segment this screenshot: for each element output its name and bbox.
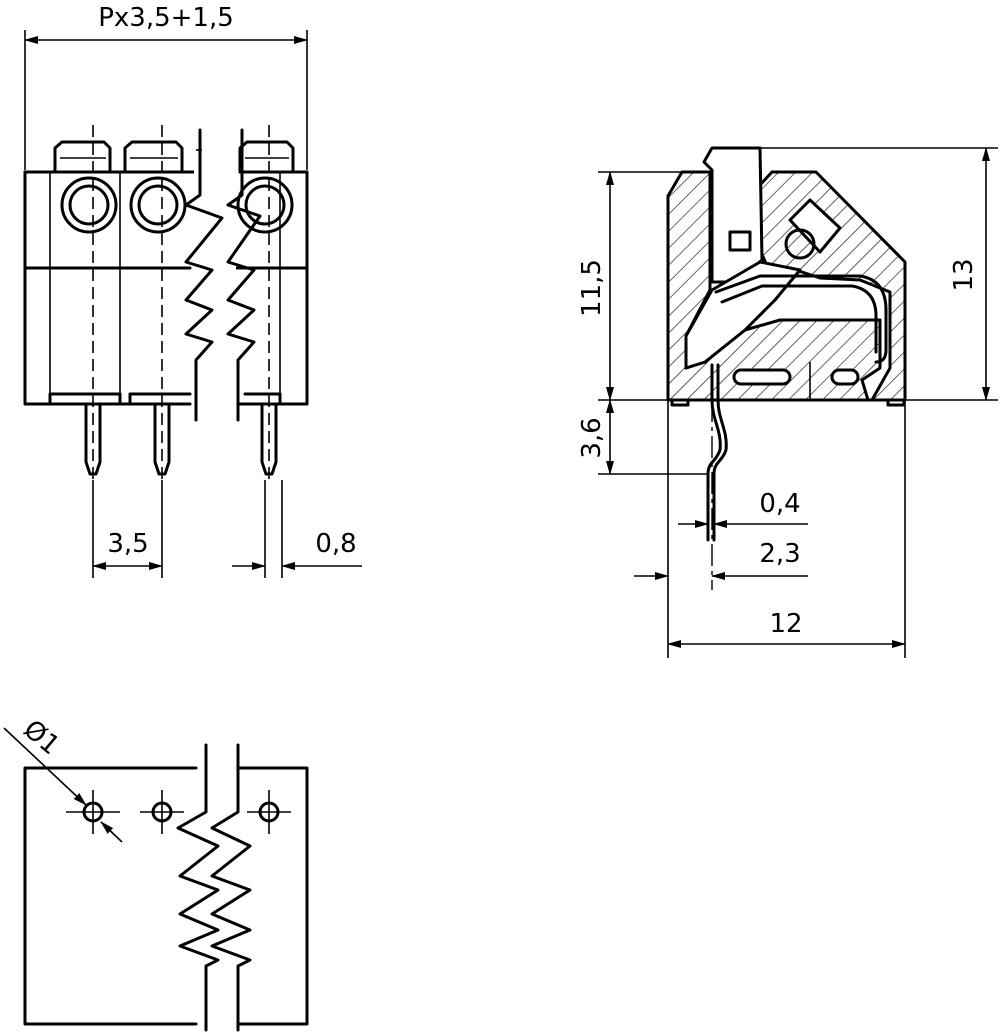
label-pin-width: 0,8 bbox=[315, 529, 356, 559]
spring-clamp bbox=[714, 198, 888, 364]
side-pin bbox=[706, 363, 728, 590]
side-section-view: 11,5 3,6 13 0,4 2,3 bbox=[577, 146, 998, 658]
dimension-overall-height: 13 bbox=[760, 147, 998, 401]
release-lever bbox=[684, 146, 802, 370]
label-pitch: 3,5 bbox=[107, 529, 148, 559]
dimension-pin-thickness: 0,4 bbox=[678, 489, 808, 528]
front-wire-holes bbox=[60, 176, 294, 234]
dimension-depth: 12 bbox=[667, 400, 906, 658]
front-pushbuttons bbox=[53, 140, 295, 174]
label-pin-length: 3,6 bbox=[577, 417, 607, 458]
dimension-pitch: 3,5 bbox=[92, 480, 163, 578]
pcb-hole-pattern: Ø1 bbox=[3, 714, 309, 1032]
dimension-overall-width: Px3,5+1,5 bbox=[24, 3, 308, 170]
dimension-pin-offset: 2,3 bbox=[634, 400, 808, 658]
dimension-hole-diameter: Ø1 bbox=[3, 714, 123, 843]
dimension-pin-length: 3,6 bbox=[577, 399, 708, 475]
label-width-expression: Px3,5+1,5 bbox=[98, 3, 234, 33]
dimension-body-height: 11,5 bbox=[577, 171, 682, 401]
label-depth: 12 bbox=[769, 609, 802, 639]
dimension-pin-width: 0,8 bbox=[232, 480, 362, 578]
front-pins bbox=[84, 402, 278, 476]
front-break-lines bbox=[184, 128, 262, 422]
front-body bbox=[23, 170, 309, 406]
front-center-lines bbox=[92, 125, 270, 482]
side-base bbox=[666, 398, 907, 407]
front-view: Px3,5+1,5 bbox=[23, 3, 362, 578]
label-overall-height: 13 bbox=[949, 258, 979, 291]
label-body-height: 11,5 bbox=[577, 259, 607, 317]
pcb-holes bbox=[66, 790, 291, 834]
base-slots bbox=[732, 362, 860, 400]
label-hole-diameter: Ø1 bbox=[18, 714, 66, 761]
label-pin-offset: 2,3 bbox=[759, 539, 800, 569]
label-pin-thickness: 0,4 bbox=[759, 489, 800, 519]
